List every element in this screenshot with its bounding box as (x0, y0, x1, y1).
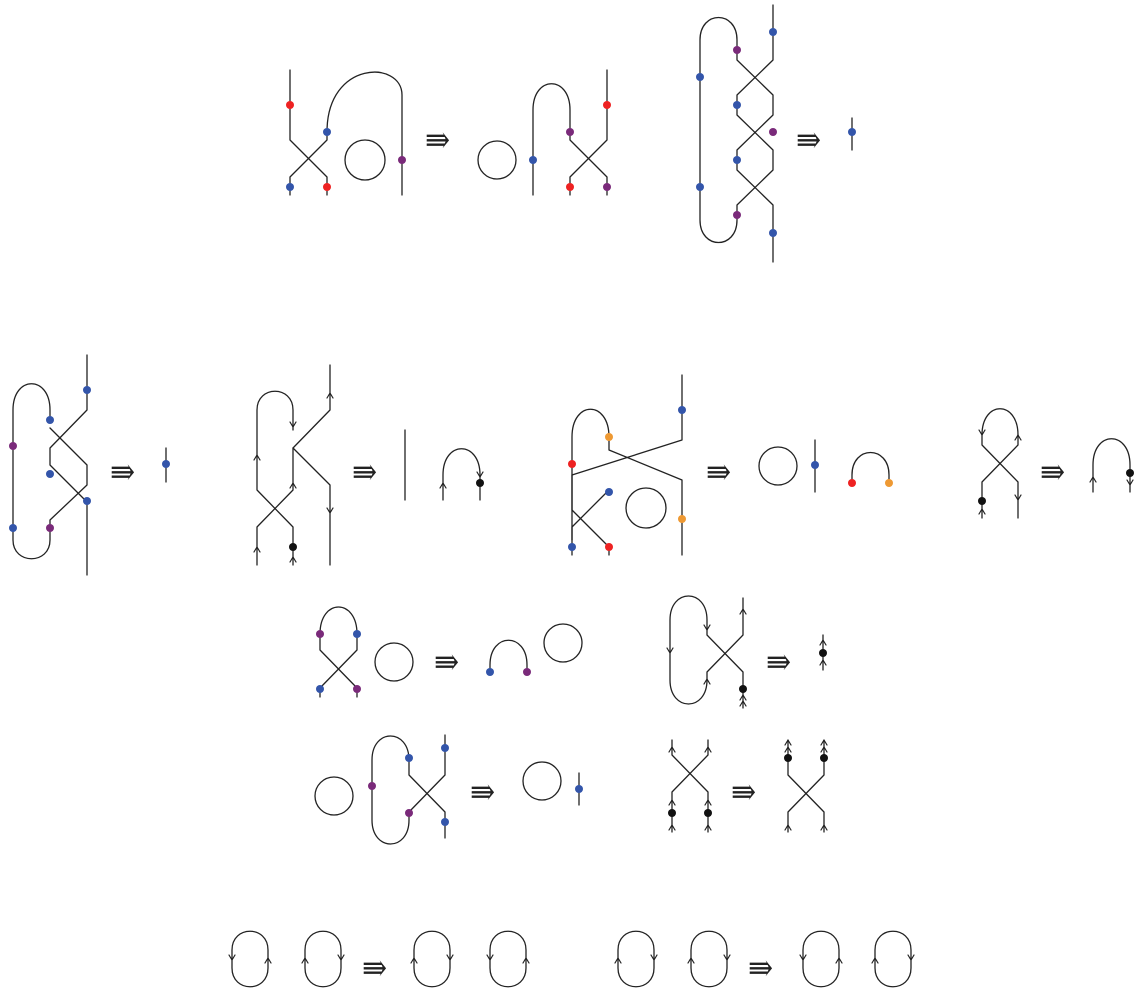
implies-arrow: ⇛ (1040, 455, 1065, 490)
implies-arrow: ⇛ (796, 123, 821, 158)
implies-arrow: ⇛ (470, 775, 495, 810)
rule-10-rhs (784, 739, 828, 833)
red-dot (323, 183, 331, 191)
rule-8-rhs (819, 634, 827, 671)
rule-6-lhs (978, 408, 1022, 519)
rule-2-rhs (848, 117, 856, 151)
implies-arrow: ⇛ (731, 775, 756, 810)
red-dot (286, 101, 294, 109)
rule-11-lhs (228, 930, 345, 988)
blue-dot (286, 183, 294, 191)
rule-5-lhs (568, 374, 686, 556)
implies-arrow: ⇛ (362, 951, 387, 986)
rule-6-rhs (1089, 438, 1134, 493)
rule-1-lhs (286, 69, 406, 196)
rule-12-lhs (614, 930, 731, 988)
purple-dot (398, 156, 406, 164)
rule-11-rhs (410, 930, 530, 988)
rule-9-rhs (522, 761, 583, 806)
rule-5-rhs (758, 439, 893, 493)
rule-4-rhs (404, 429, 484, 501)
rule-3-rhs (162, 447, 170, 483)
rule-2-lhs (696, 4, 777, 263)
implies-arrow: ⇛ (706, 455, 731, 490)
rule-7-rhs (486, 623, 583, 676)
rule-9-lhs (314, 734, 449, 845)
rule-12-rhs (799, 930, 915, 988)
implies-arrow: ⇛ (425, 123, 450, 158)
implies-arrow: ⇛ (110, 455, 135, 490)
rule-3-lhs (9, 354, 91, 576)
rule-7-lhs (316, 606, 414, 698)
implies-arrow: ⇛ (434, 645, 459, 680)
implies-arrow: ⇛ (352, 455, 377, 490)
rule-10-lhs (668, 739, 712, 833)
implies-arrow: ⇛ (766, 645, 791, 680)
rule-8-lhs (666, 595, 747, 709)
rule-1-rhs (477, 69, 611, 196)
blue-dot (323, 128, 331, 136)
rule-4-lhs (253, 364, 334, 566)
implies-arrow: ⇛ (748, 951, 773, 986)
